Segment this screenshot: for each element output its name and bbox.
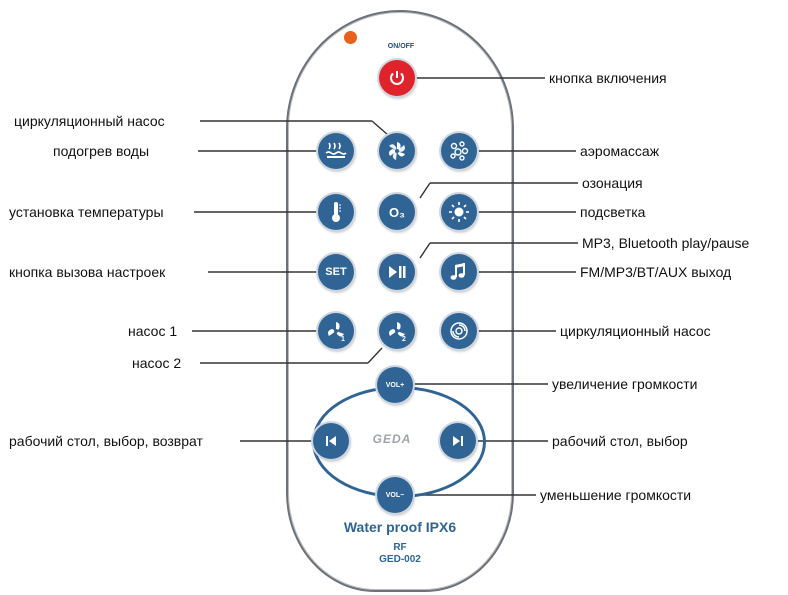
svg-text:2: 2 bbox=[402, 336, 406, 342]
skip-back-icon bbox=[326, 436, 336, 446]
label-circulation-pump-right: циркуляционный насос bbox=[560, 323, 711, 339]
music-note-icon bbox=[450, 263, 465, 280]
settings-button[interactable]: SET bbox=[318, 254, 354, 290]
label-mp3-bluetooth: MP3, Bluetooth play/pause bbox=[582, 235, 750, 251]
power-icon bbox=[390, 71, 404, 85]
vol-plus-label: VOL+ bbox=[385, 381, 405, 389]
label-pump1: насос 1 bbox=[128, 323, 178, 339]
pump1-icon: 1 bbox=[328, 322, 345, 342]
circulation-pump-right-button[interactable] bbox=[441, 313, 477, 349]
power-button[interactable] bbox=[379, 60, 415, 96]
rf-label: RF bbox=[393, 542, 407, 553]
swirl-icon bbox=[450, 322, 468, 340]
indicator-led bbox=[344, 31, 357, 44]
set-temperature-button[interactable] bbox=[318, 194, 354, 230]
sun-icon bbox=[449, 202, 469, 222]
ozonation-button[interactable]: O₃ bbox=[379, 194, 415, 230]
pump2-button[interactable]: 2 bbox=[379, 313, 415, 349]
label-settings-call: кнопка вызова настроек bbox=[9, 264, 166, 280]
heating-icon bbox=[325, 142, 347, 158]
label-set-temperature: установка температуры bbox=[9, 204, 164, 220]
volume-up-button[interactable]: VOL+ bbox=[377, 367, 413, 403]
label-fm-output: FM/MP3/BT/AUX выход bbox=[580, 264, 732, 280]
audio-source-button[interactable] bbox=[441, 254, 477, 290]
bubbles-icon bbox=[450, 141, 469, 161]
ozone-label: O₃ bbox=[388, 204, 406, 220]
svg-text:1: 1 bbox=[341, 336, 345, 342]
pump1-button[interactable]: 1 bbox=[318, 313, 354, 349]
waterproof-label: Water proof IPX6 bbox=[343, 519, 457, 535]
label-volume-up: увеличение громкости bbox=[552, 376, 698, 392]
label-aeromassage: аэромассаж bbox=[580, 143, 660, 159]
skip-forward-icon bbox=[453, 436, 463, 446]
label-ozonation: озонация bbox=[582, 175, 643, 191]
model-label: GED-002 bbox=[379, 554, 421, 565]
label-water-heating: подогрев воды bbox=[53, 143, 150, 159]
onoff-label: ON/OFF bbox=[387, 43, 415, 50]
label-desk-select-back: рабочий стол, выбор, возврат bbox=[9, 433, 203, 449]
fan-icon bbox=[389, 142, 405, 160]
label-pump2: насос 2 bbox=[132, 355, 182, 371]
pump2-icon: 2 bbox=[389, 322, 406, 342]
play-pause-button[interactable] bbox=[379, 254, 415, 290]
set-label: SET bbox=[325, 266, 347, 278]
label-backlight: подсветка bbox=[580, 204, 646, 220]
brand-logo: GEDA bbox=[372, 432, 412, 446]
volume-down-button[interactable]: VOL− bbox=[377, 477, 413, 513]
water-heating-button[interactable] bbox=[318, 133, 354, 169]
circulation-pump-button[interactable] bbox=[379, 133, 415, 169]
thermometer-icon bbox=[332, 202, 341, 222]
label-desk-select: рабочий стол, выбор bbox=[552, 433, 688, 449]
vol-minus-label: VOL− bbox=[385, 491, 405, 499]
label-circulation-pump-top: циркуляционный насос bbox=[14, 113, 165, 129]
label-volume-down: уменьшение громкости bbox=[540, 487, 692, 503]
aeromassage-button[interactable] bbox=[441, 133, 477, 169]
next-button[interactable] bbox=[440, 423, 476, 459]
backlight-button[interactable] bbox=[441, 194, 477, 230]
previous-button[interactable] bbox=[313, 423, 349, 459]
play-pause-icon bbox=[389, 266, 406, 278]
label-power: кнопка включения bbox=[549, 70, 667, 86]
